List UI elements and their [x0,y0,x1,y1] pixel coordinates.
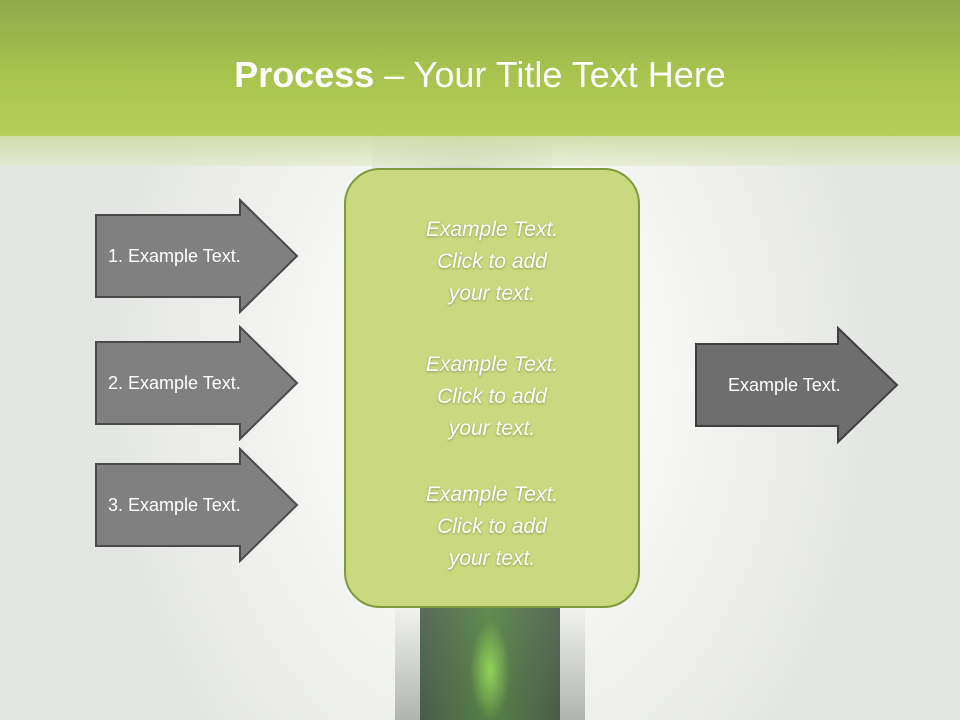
arrow-label: 1. Example Text. [108,245,241,266]
title-bar [0,0,960,136]
slide-title[interactable]: Process – Your Title Text Here [0,52,960,98]
title-rest: – Your Title Text Here [374,54,726,95]
arrow-output[interactable]: Example Text. [694,326,900,444]
arrow-step-1[interactable]: 1. Example Text. [94,198,300,314]
arrow-label: 3. Example Text. [108,494,241,515]
center-text-block-2: Example Text. Click to add your text. [346,349,638,445]
arrow-shape [95,198,299,314]
text-line: Example Text. [425,218,559,241]
arrow-step-2[interactable]: 2. Example Text. [94,325,300,441]
text-line: your text. [448,282,536,305]
text-line: your text. [448,547,536,570]
arrow-shape [95,325,299,441]
text-line: Click to add [437,250,547,273]
center-text-block-3: Example Text. Click to add your text. [346,479,638,575]
background-bottle-glow [470,620,510,720]
text-line: Click to add [437,515,547,538]
arrow-shape [95,447,299,563]
arrow-step-3[interactable]: 3. Example Text. [94,447,300,563]
text-line: Click to add [437,385,547,408]
center-text-block-1: Example Text. Click to add your text. [346,214,638,310]
arrow-label: Example Text. [728,374,841,395]
center-content-box[interactable]: Example Text. Click to add your text. Ex… [344,168,640,608]
title-bold: Process [234,54,375,95]
text-line: Example Text. [425,353,559,376]
arrow-shape [695,326,899,444]
title-stripe [0,136,960,166]
arrow-label: 2. Example Text. [108,372,241,393]
text-line: your text. [448,417,536,440]
text-line: Example Text. [425,483,559,506]
